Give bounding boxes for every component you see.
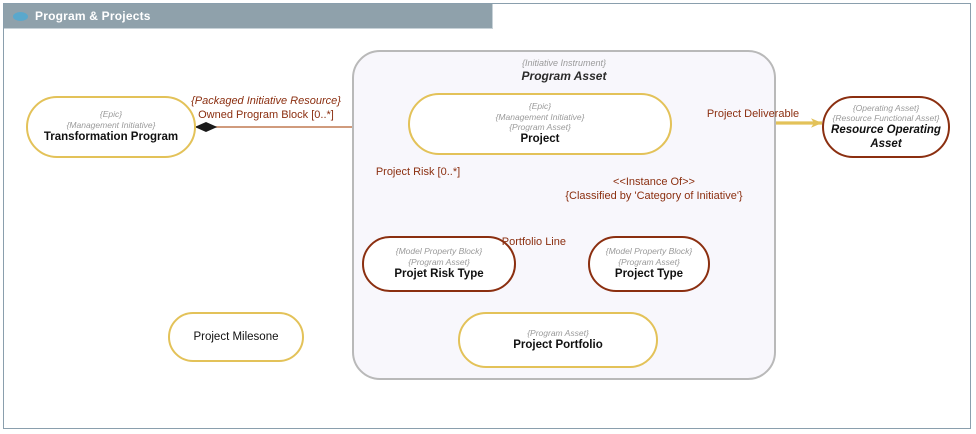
- edge-label-instance-of[interactable]: <<Instance Of>> {Classified by 'Category…: [559, 176, 749, 204]
- node-stereotype: {Resource Functional Asset}: [832, 113, 940, 124]
- edge-label-project-risk[interactable]: Project Risk [0..*]: [363, 166, 473, 180]
- package-ellipse-icon: [13, 11, 28, 21]
- node-stereotype: {Model Property Block}: [395, 246, 483, 257]
- node-name: Project: [520, 132, 560, 145]
- node-stereotype: {Program Asset}: [509, 121, 571, 132]
- node-stereotype: {Program Asset}: [618, 256, 680, 267]
- node-stereotype: {Management Initiative}: [495, 111, 585, 122]
- node-name: Transformation Program: [43, 130, 179, 143]
- node-name: Project Type: [614, 267, 684, 280]
- node-stereotype: {Program Asset}: [527, 327, 589, 338]
- node-transformation-program[interactable]: {Epic} {Management Initiative} Transform…: [26, 96, 196, 158]
- window-title: Program & Projects: [35, 9, 151, 23]
- node-stereotype: {Management Initiative}: [66, 119, 156, 130]
- node-stereotype: {Model Property Block}: [605, 246, 693, 257]
- node-project[interactable]: {Epic} {Management Initiative} {Program …: [408, 93, 672, 155]
- node-name: Resource Operating Asset: [831, 124, 941, 150]
- edge-label: Project Deliverable: [706, 108, 800, 120]
- node-name: Projet Risk Type: [394, 267, 484, 280]
- node-name: Project Portfolio: [513, 338, 603, 351]
- node-resource-operating-asset[interactable]: {Operating Asset} {Resource Functional A…: [822, 96, 950, 158]
- edge-label: Project Risk [0..*]: [375, 166, 461, 178]
- node-project-portfolio[interactable]: {Program Asset} Project Portfolio: [458, 312, 658, 368]
- node-stereotype: {Epic}: [99, 109, 123, 120]
- edge-label-portfolio-line[interactable]: Portfolio Line: [476, 236, 566, 250]
- edge-label: Portfolio Line: [501, 236, 566, 248]
- node-stereotype: {Program Asset}: [408, 256, 470, 267]
- node-project-type[interactable]: {Model Property Block} {Program Asset} P…: [588, 236, 710, 292]
- package-program-asset-title: {Initiative Instrument} Program Asset: [452, 58, 676, 83]
- package-name: Program Asset: [521, 68, 607, 83]
- edge-label: Owned Program Block [0..*]: [198, 108, 334, 121]
- window-titlebar[interactable]: Program & Projects: [4, 4, 493, 29]
- node-stereotype: {Operating Asset}: [852, 103, 920, 114]
- node-name: Project Milesone: [193, 330, 279, 343]
- edge-label-project-deliverable[interactable]: Project Deliverable: [688, 108, 818, 122]
- package-stereotype: {Initiative Instrument}: [521, 58, 607, 68]
- edge-label-owned-program-block[interactable]: {Packaged Initiative Resource} Owned Pro…: [186, 95, 346, 123]
- node-projet-risk-type[interactable]: {Model Property Block} {Program Asset} P…: [362, 236, 516, 292]
- node-stereotype: {Epic}: [528, 101, 552, 112]
- node-project-milesone[interactable]: Project Milesone: [168, 312, 304, 362]
- edge-stereotype: <<Instance Of>>: [613, 176, 695, 188]
- edge-label: {Classified by 'Category of Initiative'}: [565, 189, 743, 202]
- edge-stereotype: {Packaged Initiative Resource}: [191, 95, 341, 107]
